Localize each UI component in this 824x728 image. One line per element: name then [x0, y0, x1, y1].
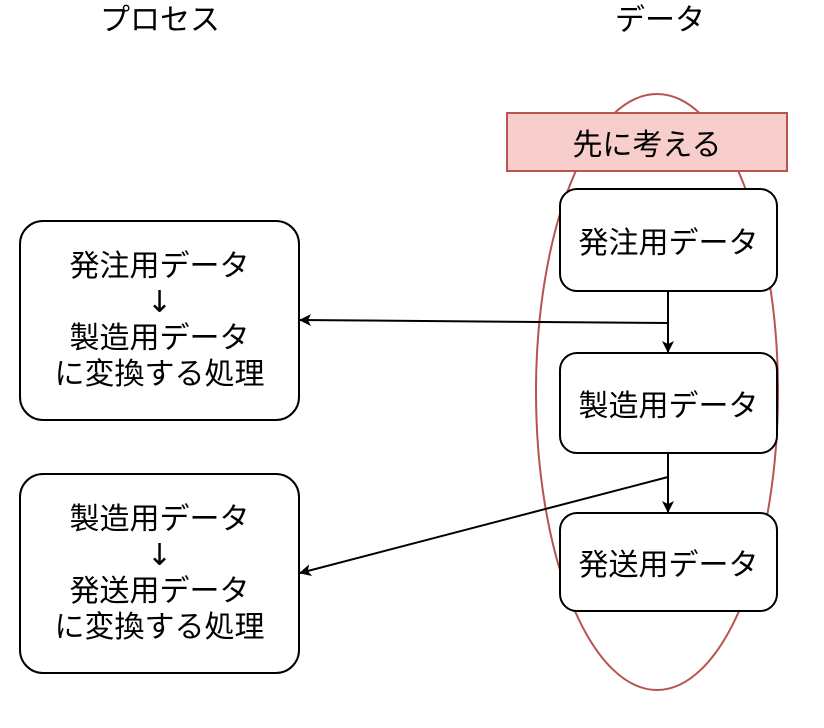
data-column-header: データ	[615, 3, 705, 38]
process-arrow: ↓	[146, 537, 173, 573]
process-arrow: ↓	[146, 284, 173, 320]
process-line: 製造用データ	[69, 320, 250, 356]
data-node-manufacture: 製造用データ	[559, 352, 778, 454]
process-node-order-to-manufacture: 発注用データ ↓ 製造用データ に変換する処理	[19, 220, 300, 421]
process-line: に変換する処理	[54, 609, 265, 645]
process-line: 発注用データ	[69, 248, 250, 284]
data-group-ellipse	[535, 93, 779, 691]
edge-to-process-2	[299, 476, 669, 577]
process-column-header: プロセス	[100, 3, 220, 38]
process-node-manufacture-to-shipping: 製造用データ ↓ 発送用データ に変換する処理	[19, 473, 300, 674]
process-line: 製造用データ	[69, 501, 250, 537]
think-first-badge: 先に考える	[506, 112, 788, 172]
data-node-shipping: 発送用データ	[559, 512, 778, 612]
process-line: に変換する処理	[54, 356, 265, 392]
process-line: 発送用データ	[69, 573, 250, 609]
data-node-order: 発注用データ	[559, 188, 778, 292]
edge-to-process-1	[299, 314, 669, 327]
